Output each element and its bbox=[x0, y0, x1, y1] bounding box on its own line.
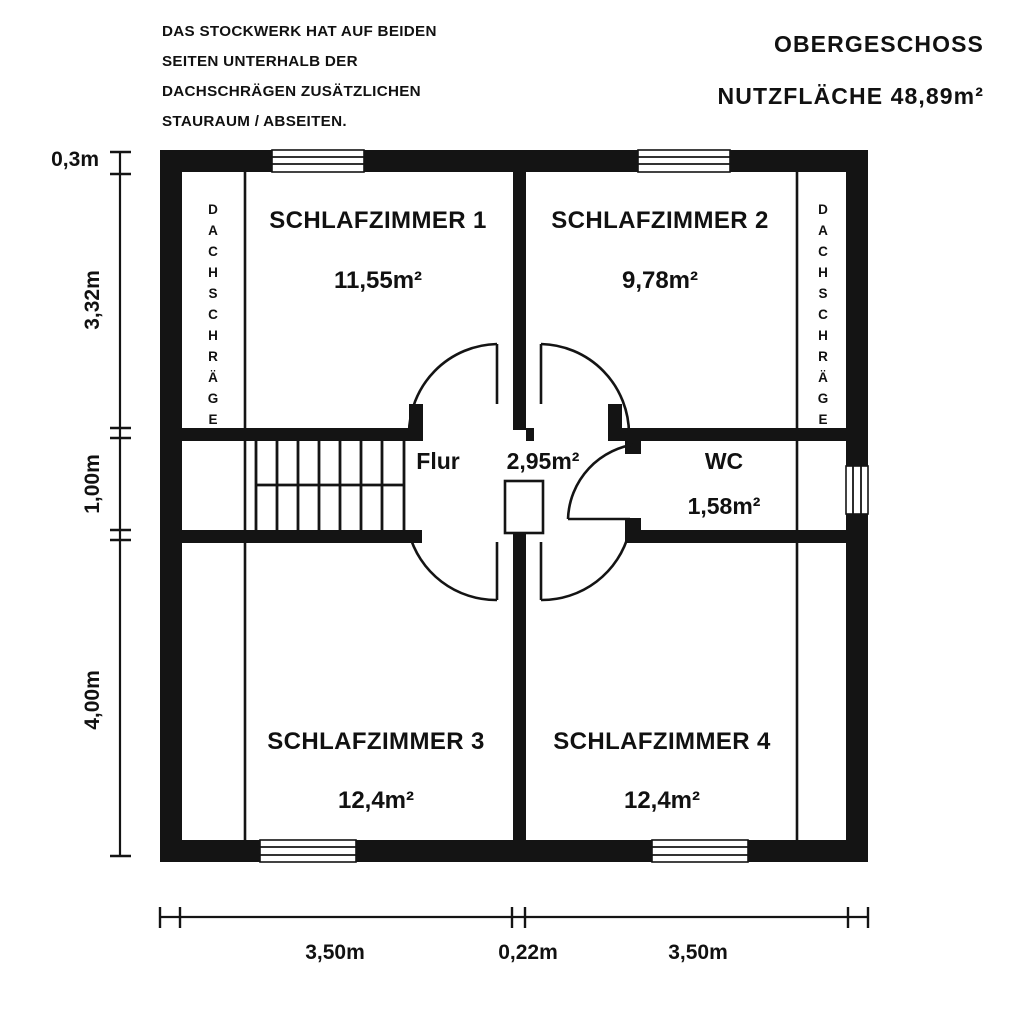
room-area-schlafzimmer-2: 9,78m² bbox=[622, 267, 698, 294]
staircase bbox=[254, 441, 406, 530]
room-area-schlafzimmer-3: 12,4m² bbox=[338, 787, 414, 814]
dach-right-letter-1: A bbox=[818, 223, 828, 238]
dach-left-letter-4: S bbox=[208, 286, 217, 301]
dach-right-letter-3: H bbox=[818, 265, 828, 280]
window-top-right bbox=[637, 149, 731, 173]
dach-left-letter-8: Ä bbox=[208, 370, 218, 385]
window-right-wc bbox=[845, 465, 869, 515]
dach-right-letter-10: E bbox=[818, 412, 827, 427]
dachschraege-label-left: D A C H S C H R Ä G E bbox=[208, 202, 219, 427]
windows bbox=[259, 149, 869, 863]
door-schlafzimmer-4 bbox=[539, 532, 631, 602]
interior-wall-central-upper bbox=[513, 172, 526, 430]
window-bottom-left bbox=[259, 839, 357, 863]
interior-wall-flur-top-right bbox=[608, 428, 846, 441]
flur-vestibule bbox=[503, 479, 545, 535]
dach-right-letter-7: R bbox=[818, 349, 828, 364]
exterior-wall-left bbox=[160, 150, 182, 862]
door-jamb-sz2 bbox=[608, 404, 622, 441]
dach-left-letter-3: H bbox=[208, 265, 218, 280]
title-floor: OBERGESCHOSS bbox=[774, 31, 984, 57]
interior-wall-flur-bottom-left bbox=[182, 530, 422, 543]
dach-right-letter-8: Ä bbox=[818, 370, 828, 385]
interior-wall-flur-top-left bbox=[182, 428, 422, 441]
dim-label-4-00m: 4,00m bbox=[81, 670, 104, 730]
bottom-dimension-chain: 3,50m 0,22m 3,50m bbox=[158, 907, 870, 964]
left-dimension-chain: 0,3m 3,32m 1,00m 4,00m bbox=[51, 148, 131, 858]
title-area: NUTZFLÄCHE 48,89m² bbox=[718, 83, 984, 109]
door-schlafzimmer-1 bbox=[407, 342, 499, 441]
dach-left-letter-7: R bbox=[208, 349, 218, 364]
note-line-4: STAURAUM / ABSEITEN. bbox=[162, 113, 347, 130]
room-labels: SCHLAFZIMMER 1 11,55m² SCHLAFZIMMER 2 9,… bbox=[267, 207, 771, 814]
door-swings bbox=[407, 342, 639, 602]
room-schlafzimmer-2: SCHLAFZIMMER 2 9,78m² bbox=[551, 207, 769, 294]
dach-left-letter-9: G bbox=[208, 391, 219, 406]
plan-title: OBERGESCHOSS NUTZFLÄCHE 48,89m² bbox=[718, 31, 984, 109]
note-line-1: DAS STOCKWERK HAT AUF BEIDEN bbox=[162, 23, 437, 40]
dach-right-letter-0: D bbox=[818, 202, 828, 217]
dach-left-letter-1: A bbox=[208, 223, 218, 238]
room-area-flur: 2,95m² bbox=[507, 448, 580, 474]
room-schlafzimmer-1: SCHLAFZIMMER 1 11,55m² bbox=[269, 207, 487, 294]
dach-left-letter-6: H bbox=[208, 328, 218, 343]
door-wc bbox=[566, 442, 639, 521]
interior-wall-central-lower bbox=[513, 536, 526, 840]
window-top-left bbox=[271, 149, 365, 173]
room-wc: WC 1,58m² bbox=[688, 448, 761, 519]
room-name-wc: WC bbox=[705, 448, 743, 474]
dach-right-letter-4: S bbox=[818, 286, 827, 301]
room-schlafzimmer-4: SCHLAFZIMMER 4 12,4m² bbox=[553, 728, 771, 814]
room-name-schlafzimmer-2: SCHLAFZIMMER 2 bbox=[551, 207, 769, 234]
room-area-wc: 1,58m² bbox=[688, 493, 761, 519]
room-flur: Flur 2,95m² bbox=[416, 448, 580, 474]
dach-left-letter-0: D bbox=[208, 202, 218, 217]
door-schlafzimmer-2 bbox=[539, 342, 631, 435]
room-name-flur: Flur bbox=[416, 448, 459, 474]
room-name-schlafzimmer-3: SCHLAFZIMMER 3 bbox=[267, 728, 485, 755]
dachschraege-lines bbox=[243, 172, 799, 840]
room-name-schlafzimmer-4: SCHLAFZIMMER 4 bbox=[553, 728, 771, 755]
wall-nub-flur-right bbox=[526, 428, 534, 441]
dach-right-letter-9: G bbox=[818, 391, 829, 406]
dachschraege-label-right: D A C H S C H R Ä G E bbox=[818, 202, 829, 427]
room-name-schlafzimmer-1: SCHLAFZIMMER 1 bbox=[269, 207, 487, 234]
door-schlafzimmer-3 bbox=[407, 532, 499, 602]
dach-right-letter-2: C bbox=[818, 244, 828, 259]
dach-left-letter-5: C bbox=[208, 307, 218, 322]
dim-label-1-00m: 1,00m bbox=[81, 454, 104, 514]
dim-label-0-22m: 0,22m bbox=[498, 941, 558, 964]
room-area-schlafzimmer-1: 11,55m² bbox=[334, 267, 422, 294]
dim-label-0-3m: 0,3m bbox=[51, 148, 99, 171]
interior-wall-flur-bottom-right bbox=[625, 530, 846, 543]
note-line-3: DACHSCHRÄGEN ZUSÄTZLICHEN bbox=[162, 83, 421, 100]
wc-door-jamb-bottom bbox=[625, 518, 641, 532]
dach-left-letter-10: E bbox=[208, 412, 217, 427]
dach-left-letter-2: C bbox=[208, 244, 218, 259]
exterior-wall-top bbox=[160, 150, 868, 172]
dim-label-3-50m-left: 3,50m bbox=[305, 941, 365, 964]
dim-label-3-32m: 3,32m bbox=[81, 270, 104, 330]
dach-right-letter-6: H bbox=[818, 328, 828, 343]
room-schlafzimmer-3: SCHLAFZIMMER 3 12,4m² bbox=[267, 728, 485, 814]
room-area-schlafzimmer-4: 12,4m² bbox=[624, 787, 700, 814]
dach-right-letter-5: C bbox=[818, 307, 828, 322]
window-bottom-right bbox=[651, 839, 749, 863]
dim-label-3-50m-right: 3,50m bbox=[668, 941, 728, 964]
note-line-2: SEITEN UNTERHALB DER bbox=[162, 53, 358, 70]
plan-note: DAS STOCKWERK HAT AUF BEIDEN SEITEN UNTE… bbox=[162, 23, 437, 130]
